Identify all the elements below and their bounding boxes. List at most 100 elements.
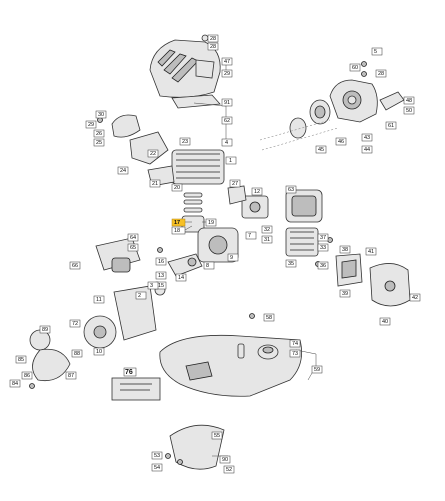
callout-label: 88 [74, 351, 80, 357]
callout-label: 9 [230, 255, 233, 261]
air-filter-plate[interactable] [285, 227, 319, 257]
recoil-starter[interactable] [32, 348, 71, 382]
callout-label: 41 [368, 249, 374, 255]
callout-label: 53 [154, 453, 160, 459]
callout-label: 36 [320, 263, 326, 269]
callout-label: 66 [72, 263, 78, 269]
callout-label: 13 [158, 273, 164, 279]
callout-label: 29 [88, 122, 94, 128]
bottom-guard[interactable] [169, 424, 225, 470]
muffler-shield[interactable] [129, 131, 169, 165]
callout-label: 64 [130, 235, 136, 241]
callout-label: 65 [130, 245, 136, 251]
callout-label: 55 [214, 433, 220, 439]
callout-label: 72 [72, 321, 78, 327]
callout-label: 8 [206, 263, 209, 269]
starter-pulley[interactable] [309, 99, 331, 125]
callout-label: 7 [248, 233, 251, 239]
callout-label: 42 [412, 295, 418, 301]
starter-spring[interactable] [289, 117, 307, 139]
callout-label: 10 [96, 349, 102, 355]
highlight-callout-box [171, 218, 186, 227]
callout-label: 44 [364, 147, 370, 153]
callout-label: 39 [342, 291, 348, 297]
fuel-filter[interactable] [237, 343, 245, 359]
decal-sheet[interactable] [111, 377, 161, 401]
callout-label: 40 [382, 319, 388, 325]
callout-label: 33 [320, 245, 326, 251]
callout-label: 74 [292, 341, 298, 347]
callout-label: 60 [352, 65, 358, 71]
callout-label: 27 [232, 181, 238, 187]
callout-label: 43 [364, 135, 370, 141]
callout-label: 90 [222, 457, 228, 463]
callout-label: 63 [288, 187, 294, 193]
callout-label: 45 [318, 147, 324, 153]
callout-label: 86 [24, 373, 30, 379]
cylinder[interactable] [171, 149, 225, 185]
crankshaft[interactable] [167, 253, 203, 277]
callout-label: 58 [266, 315, 272, 321]
callout-label: 15 [158, 283, 164, 289]
callout-label: 22 [150, 151, 156, 157]
callout-label: 89 [42, 327, 48, 333]
fuel-tank[interactable] [159, 334, 303, 397]
callout-label: 26 [96, 131, 102, 137]
callout-label: 91 [224, 100, 230, 106]
callout-label: 61 [388, 123, 394, 129]
callout-label: 50 [406, 108, 412, 114]
callout-label: 14 [178, 275, 184, 281]
callout-label: 3 [150, 283, 153, 289]
callout-label-highlighted: 17 [174, 220, 180, 226]
carburetor[interactable] [241, 195, 269, 219]
callout-label: 37 [320, 235, 326, 241]
callout-label: 38 [342, 247, 348, 253]
callout-label: 31 [264, 237, 270, 243]
air-filter-base[interactable] [285, 189, 323, 223]
callout-label: 76 [125, 369, 133, 376]
callout-label: 20 [174, 185, 180, 191]
callout-label: 28 [378, 71, 384, 77]
fuel-cap[interactable] [257, 344, 279, 360]
cover-plate[interactable] [171, 94, 221, 109]
callout-label: 24 [120, 168, 126, 174]
callout-label: 28 [210, 36, 216, 42]
callout-label: 73 [292, 351, 298, 357]
callout-label: 4 [225, 140, 228, 146]
callout-label: 48 [406, 98, 412, 104]
callout-label: 47 [224, 59, 230, 65]
piston-assembly[interactable] [181, 192, 205, 233]
callout-label: 19 [208, 220, 214, 226]
callout-label: 29 [224, 71, 230, 77]
callout-label: 87 [68, 373, 74, 379]
screws [29, 61, 367, 465]
starter-housing[interactable] [329, 79, 378, 123]
crankcase[interactable] [197, 227, 239, 263]
callout-label: 54 [154, 465, 160, 471]
callout-label: 35 [288, 261, 294, 267]
starter-handle[interactable] [379, 91, 405, 111]
air-filter-cover[interactable] [369, 263, 411, 307]
heat-shield-small[interactable] [111, 114, 141, 138]
callout-label: 16 [158, 259, 164, 265]
callout-label: 32 [264, 227, 270, 233]
clutch-housing[interactable] [113, 285, 157, 341]
ignition-coil[interactable] [95, 237, 141, 273]
callout-label: 85 [18, 357, 24, 363]
filter-element[interactable] [335, 253, 363, 287]
callout-labels: 28 28 47 29 91 62 4 1 30 29 26 25 24 22 … [9, 34, 421, 474]
flywheel[interactable] [83, 315, 117, 349]
callout-label: 2 [138, 293, 141, 299]
callout-label: 21 [152, 181, 158, 187]
callout-label: 84 [12, 381, 18, 387]
callout-label: 28 [210, 44, 216, 50]
callout-label: 62 [224, 118, 230, 124]
callout-label: 46 [338, 139, 344, 145]
callout-label: 52 [226, 467, 232, 473]
callout-label: 11 [96, 297, 102, 303]
engine-cover[interactable] [149, 34, 221, 98]
callout-label: 12 [254, 189, 260, 195]
callout-label: 25 [96, 140, 102, 146]
callout-label: 1 [229, 158, 232, 164]
